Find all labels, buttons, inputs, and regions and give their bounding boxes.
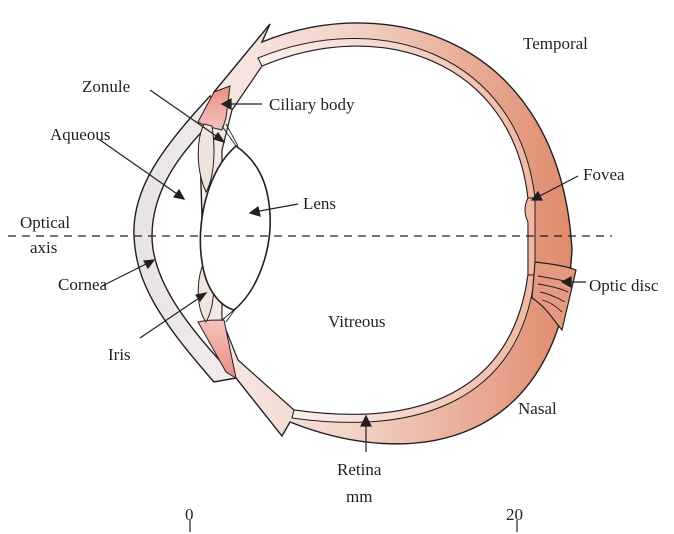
label-temporal: Temporal	[523, 34, 588, 53]
label-cornea: Cornea	[58, 275, 108, 294]
label-scale-tick-20: 20	[506, 505, 523, 524]
label-fovea: Fovea	[583, 165, 625, 184]
label-retina: Retina	[337, 460, 382, 479]
label-aqueous: Aqueous	[50, 125, 110, 144]
label-scale-unit: mm	[346, 487, 372, 506]
label-vitreous: Vitreous	[328, 312, 386, 331]
label-optic-disc: Optic disc	[589, 276, 659, 295]
label-lens: Lens	[303, 194, 336, 213]
label-zonule: Zonule	[82, 77, 130, 96]
label-scale-tick-0: 0	[185, 505, 194, 524]
label-optical-axis-line2: axis	[30, 238, 57, 257]
label-ciliary-body: Ciliary body	[269, 95, 355, 114]
label-iris: Iris	[108, 345, 131, 364]
label-optical-axis-line1: Optical	[20, 213, 70, 232]
label-nasal: Nasal	[518, 399, 557, 418]
